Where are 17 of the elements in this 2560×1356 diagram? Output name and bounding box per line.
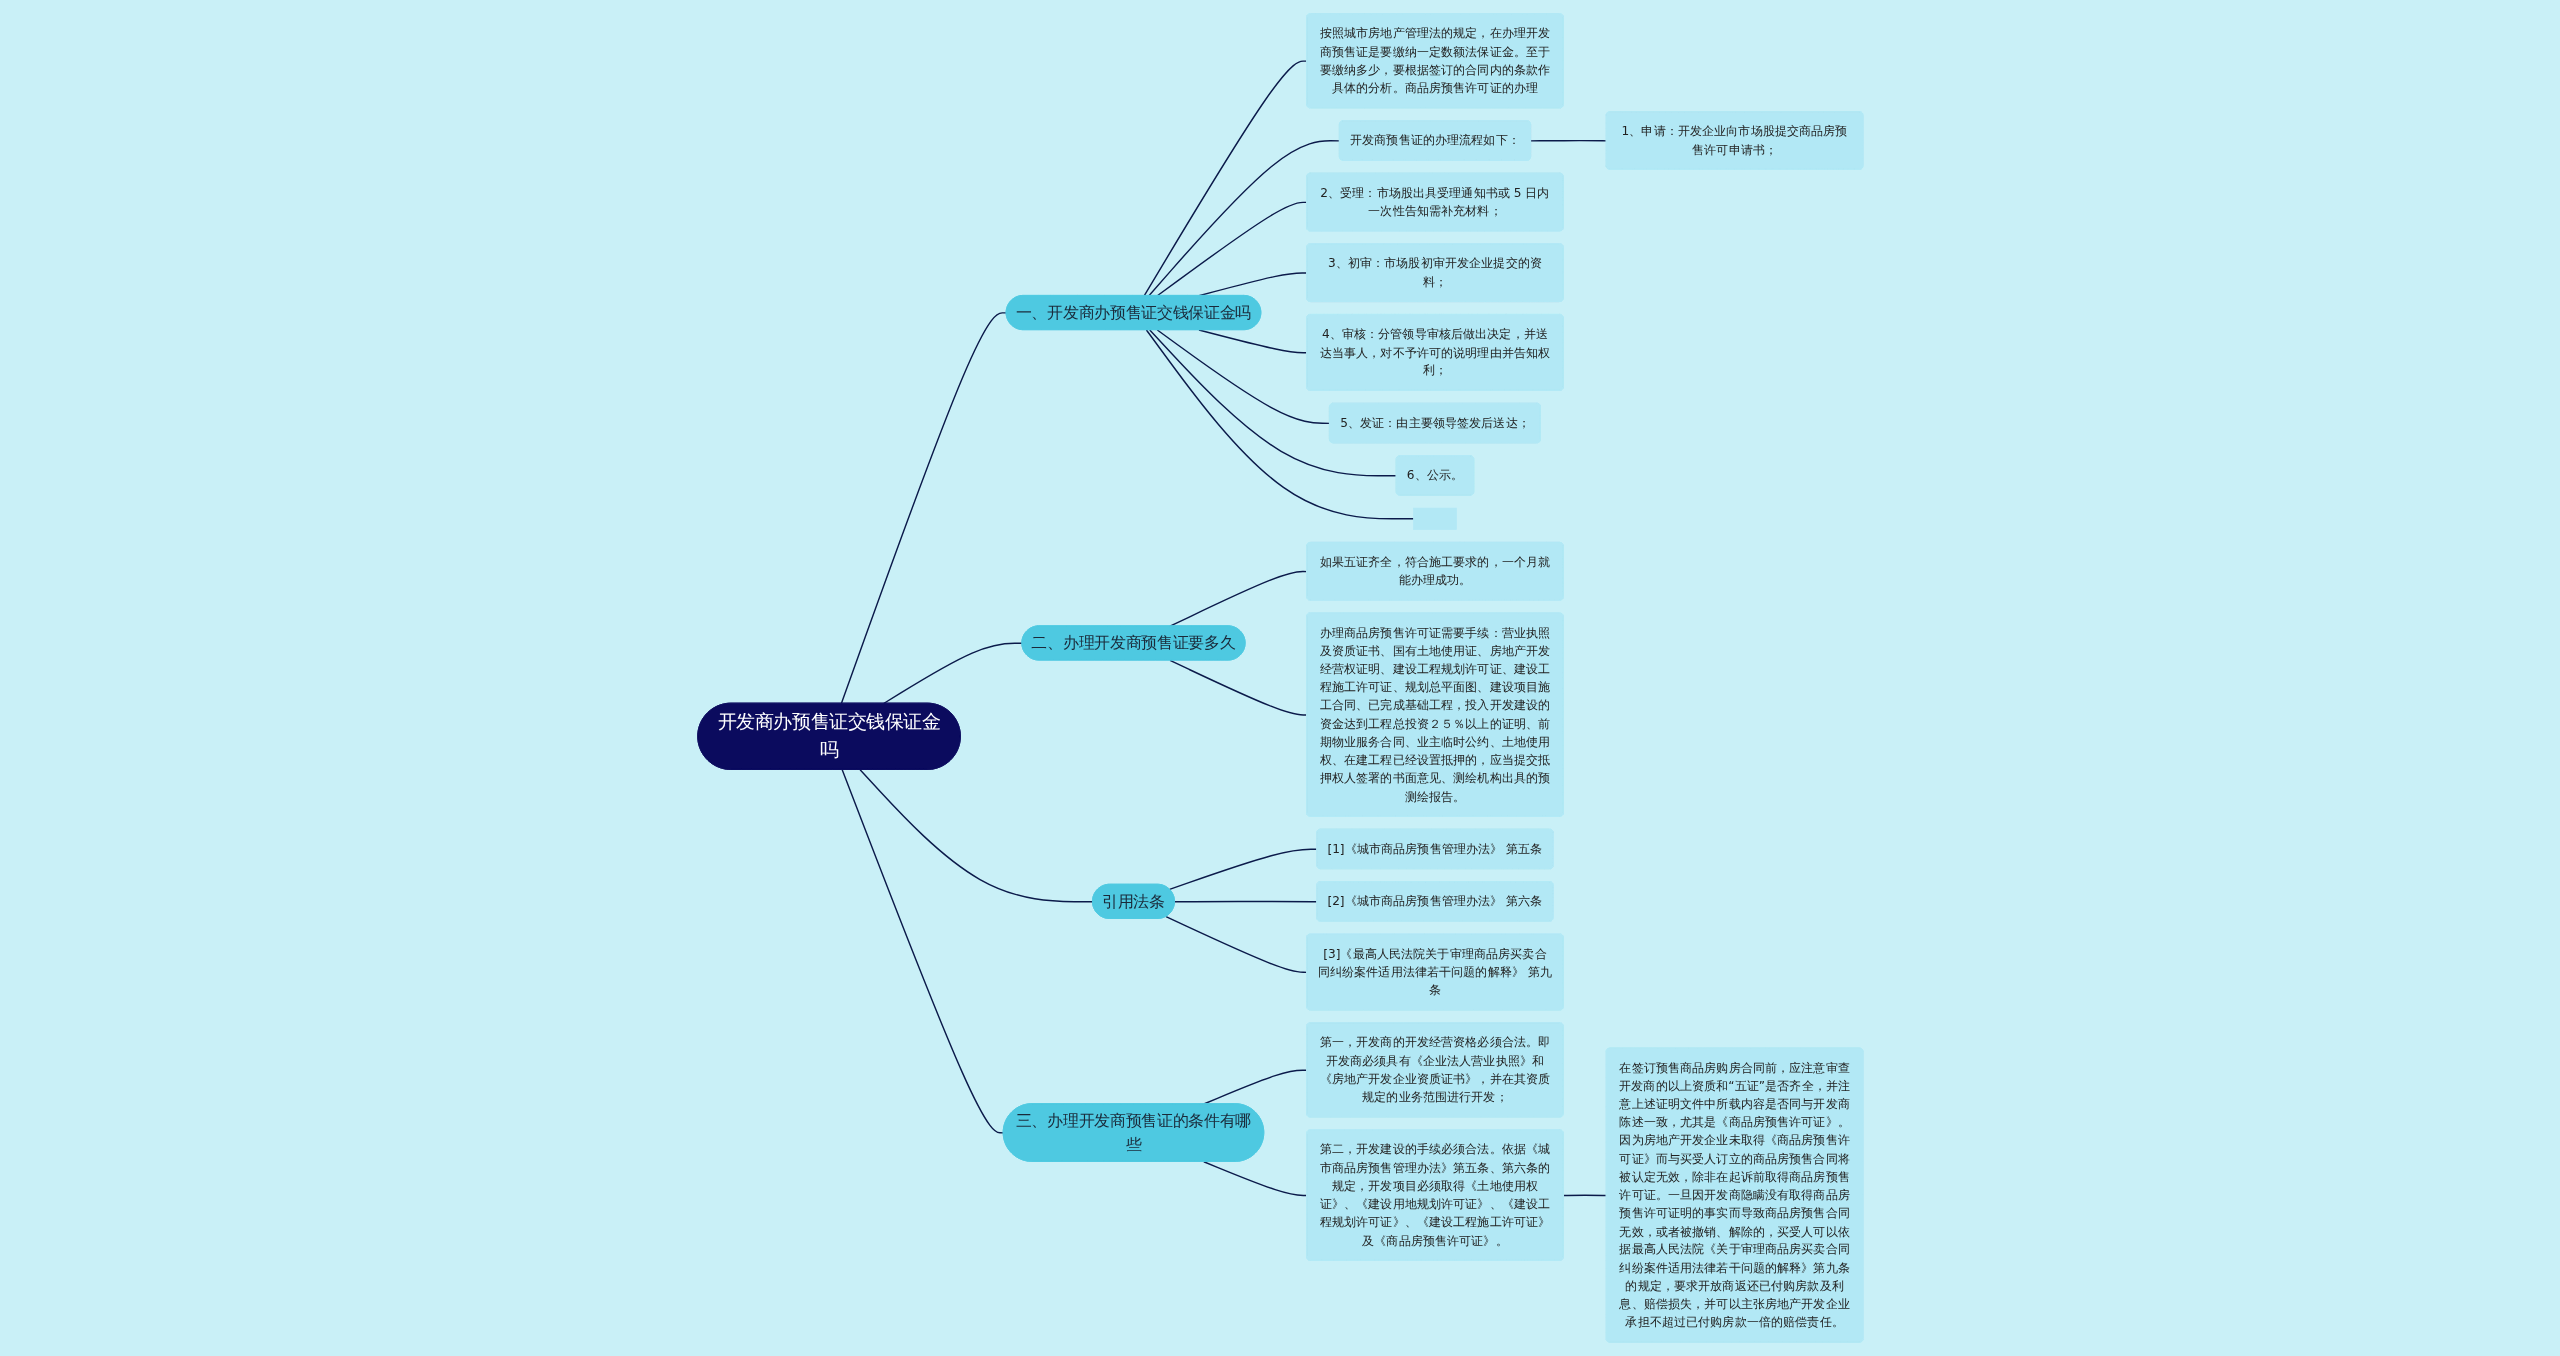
connector xyxy=(1148,329,1397,477)
connector xyxy=(1164,916,1308,974)
connector xyxy=(1143,60,1308,297)
connector xyxy=(1156,201,1308,297)
connector xyxy=(859,769,1094,903)
connector xyxy=(1156,329,1331,425)
node-box xyxy=(1412,507,1457,530)
connector xyxy=(840,312,1007,705)
connector xyxy=(1562,1194,1607,1197)
connector xyxy=(1202,1161,1308,1197)
connector xyxy=(1173,900,1318,903)
connector xyxy=(1197,329,1308,354)
connector xyxy=(1529,139,1607,142)
connector xyxy=(841,769,1004,1134)
connector xyxy=(1145,329,1414,520)
connector xyxy=(1147,140,1341,297)
connector xyxy=(1168,848,1318,891)
